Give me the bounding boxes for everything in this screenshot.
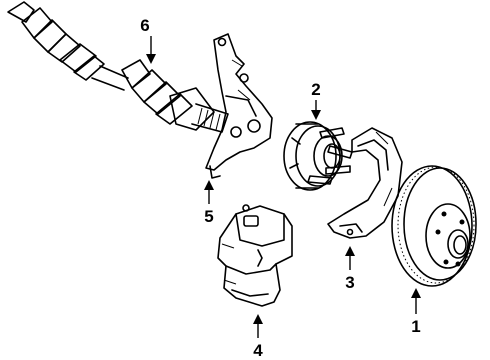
callout-number: 2 <box>311 80 320 99</box>
arrowhead <box>311 110 321 120</box>
arrowhead <box>253 314 263 324</box>
callout-6: 6 <box>140 16 156 64</box>
callout-3: 3 <box>345 246 355 292</box>
brake-rotor <box>391 165 477 287</box>
callout-number: 5 <box>204 207 213 226</box>
splash-shield <box>327 127 403 239</box>
callout-number: 4 <box>253 341 263 360</box>
arrowhead <box>146 54 156 64</box>
brake-caliper <box>217 204 293 307</box>
callout-2: 2 <box>311 80 321 120</box>
arrowhead <box>345 246 355 256</box>
callout-4: 4 <box>253 314 263 360</box>
wheel-hub-bearing <box>283 121 353 191</box>
arrowhead <box>411 288 421 298</box>
arrowhead <box>204 180 214 190</box>
drive-axle-shaft <box>7 1 229 133</box>
callout-1: 1 <box>411 288 421 336</box>
callout-number: 1 <box>411 317 420 336</box>
callout-5: 5 <box>204 180 214 226</box>
steering-knuckle <box>205 33 273 179</box>
callout-number: 6 <box>140 16 149 35</box>
callout-number: 3 <box>345 273 354 292</box>
